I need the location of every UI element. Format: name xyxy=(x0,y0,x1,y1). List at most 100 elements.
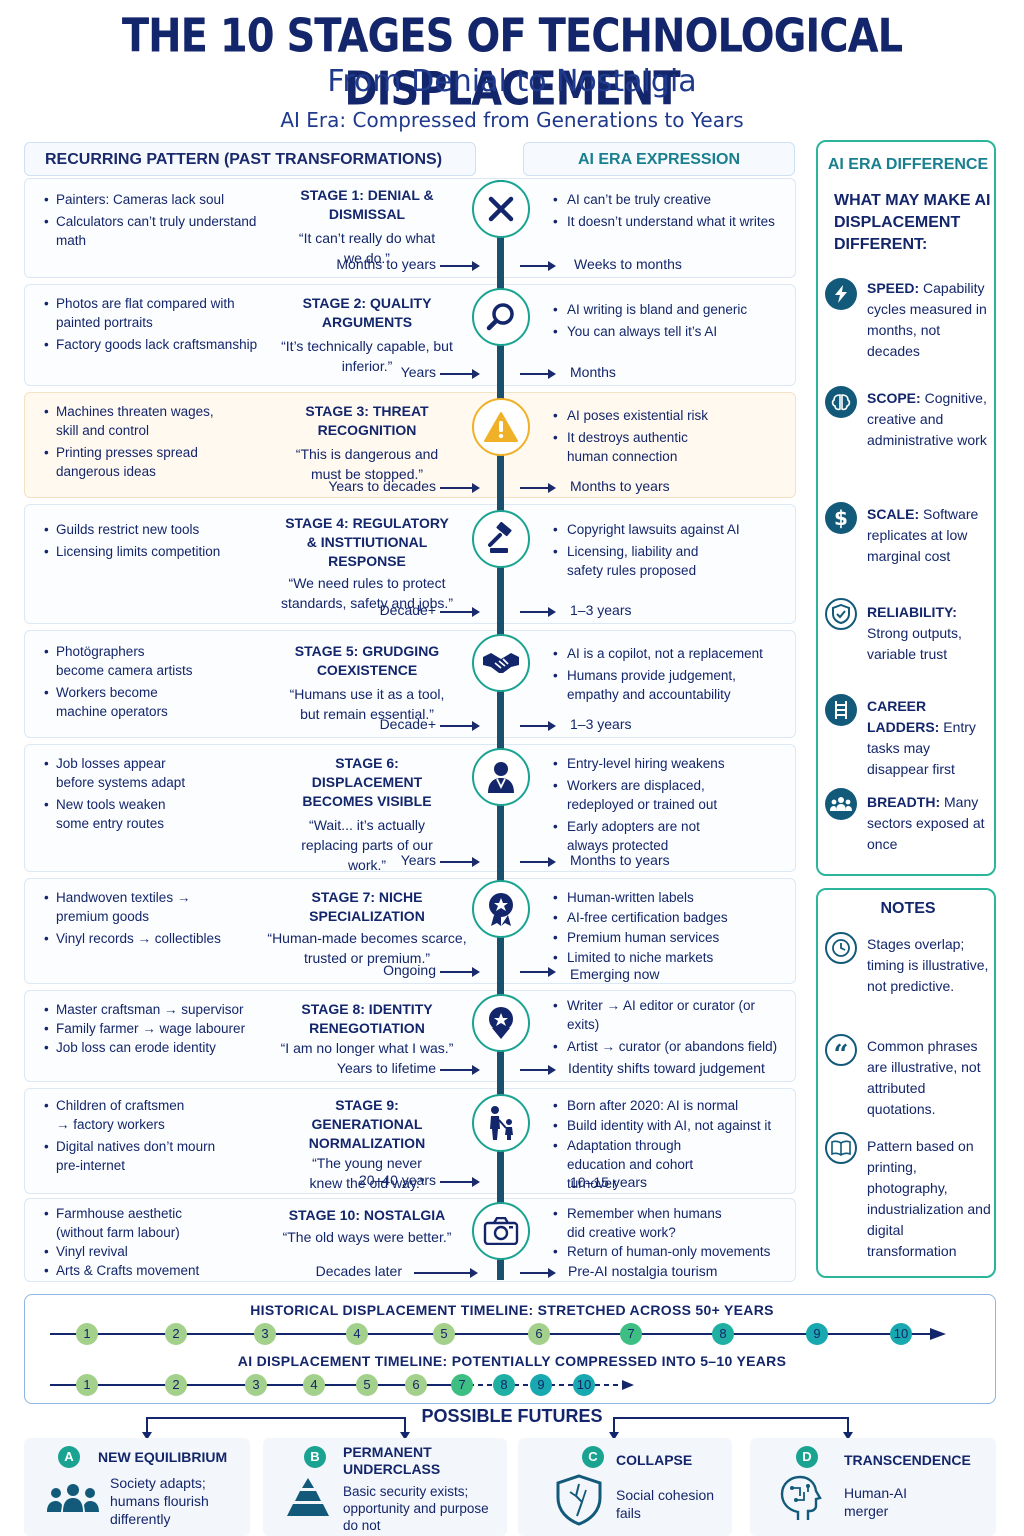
stage-6-center: STAGE 6: DISPLACEMENT BECOMES VISIBLE “W… xyxy=(262,754,472,875)
stage-10-center: STAGE 10: NOSTALGIA “The old ways were b… xyxy=(262,1206,472,1247)
stage-title: STAGE 3: THREAT RECOGNITION xyxy=(305,403,429,438)
pyramid-icon xyxy=(284,1476,332,1524)
ai-stage-dot: 7 xyxy=(451,1374,473,1396)
stage-10-past-time: Decades later xyxy=(315,1263,402,1279)
bullet: You can always tell it’s AI xyxy=(553,322,793,341)
ai-stage-dot: 10 xyxy=(573,1374,595,1396)
bullet: Adaptation through education and cohort … xyxy=(553,1136,793,1193)
stage-7-past-time: Ongoing xyxy=(383,962,436,978)
note-item: Stages overlap; timing is illustrative, … xyxy=(867,936,989,994)
bullet: Machines threaten wages, skill and contr… xyxy=(44,402,276,440)
timeline-spine xyxy=(497,180,504,1280)
stage-quote: “Wait... it’s actually replacing parts o… xyxy=(301,817,433,873)
difference-label: SPEED: xyxy=(867,280,920,296)
bullet: Family farmer → wage labourer xyxy=(44,1019,276,1038)
future-letter: A xyxy=(58,1446,80,1468)
page-title: THE 10 STAGES OF TECHNOLOGICAL DISPLACEM… xyxy=(121,10,903,116)
bullet: Entry-level hiring weakens xyxy=(553,754,793,773)
historical-timeline-title: HISTORICAL DISPLACEMENT TIMELINE: STRETC… xyxy=(250,1302,774,1318)
bullet: Farmhouse aesthetic (without farm labour… xyxy=(44,1204,276,1242)
difference-title: AI ERA DIFFERENCE xyxy=(827,156,989,173)
historical-stage-dot: 5 xyxy=(433,1323,455,1345)
arrow xyxy=(440,483,480,493)
difference-label: SCOPE: xyxy=(867,390,921,406)
dollar-icon: $ xyxy=(825,502,857,534)
future-name: NEW EQUILIBRIUM xyxy=(98,1449,228,1465)
arrow xyxy=(440,721,480,731)
bullet: Limited to niche markets xyxy=(553,948,793,967)
ai-stage-dot: 1 xyxy=(76,1374,98,1396)
stage-3-ai-time: Months to years xyxy=(570,478,670,494)
stage-1-center: STAGE 1: DENIAL & DISMISSAL “It can’t re… xyxy=(262,186,472,268)
bullet: Early adopters are not always protected xyxy=(553,817,793,855)
stage-quote: “Human-made becomes scarce, trusted or p… xyxy=(267,930,467,966)
notes-title: NOTES xyxy=(880,900,936,917)
difference-text: Strong outputs, variable trust xyxy=(867,625,962,662)
ai-stage-dot: 3 xyxy=(245,1374,267,1396)
ai-stage-dot: 4 xyxy=(303,1374,325,1396)
page-subtitle: From Denial to Nostalgia xyxy=(327,64,697,99)
stage-9-center: STAGE 9: GENERATIONAL NORMALIZATION “The… xyxy=(262,1096,472,1193)
stage-2-past: Photos are flat compared with painted po… xyxy=(44,294,276,357)
stage-4-ai: Copyright lawsuits against AI Licensing,… xyxy=(553,520,793,583)
arrow xyxy=(520,607,556,617)
possible-futures-title: POSSIBLE FUTURES xyxy=(421,1406,603,1426)
stage-3-center: STAGE 3: THREAT RECOGNITION “This is dan… xyxy=(262,402,472,484)
difference-label: BREADTH: xyxy=(867,794,941,810)
future-desc: Basic security exists; opportunity and p… xyxy=(343,1484,489,1533)
stage-title: STAGE 4: REGULATORY & INSTTIUTIONAL RESP… xyxy=(285,515,449,569)
stage-quote: “It’s technically capable, but inferior.… xyxy=(281,338,453,374)
bullet: It destroys authentic human connection xyxy=(553,428,793,466)
ai-column-header: AI ERA EXPRESSION xyxy=(523,142,795,176)
stage-title: STAGE 5: GRUDGING COEXISTENCE xyxy=(294,643,440,678)
bullet: Born after 2020: AI is normal xyxy=(553,1096,793,1115)
stage-title: STAGE 7: NICHE SPECIALIZATION xyxy=(309,889,425,924)
stage-title: STAGE 6: DISPLACEMENT BECOMES VISIBLE xyxy=(302,755,432,809)
arrow xyxy=(440,607,480,617)
stage-9-past-time: 20–40 years xyxy=(358,1172,436,1188)
stage-quote: “Humans use it as a tool, but remain ess… xyxy=(289,686,445,722)
bullet: AI-free certification badges xyxy=(553,908,793,927)
difference-text: Cognitive, creative and administrative w… xyxy=(867,390,987,448)
difference-item-speed: SPEED: Capability cycles measured in mon… xyxy=(867,278,993,362)
gavel-icon xyxy=(472,510,530,568)
stage-title: STAGE 2: QUALITY ARGUMENTS xyxy=(302,295,432,330)
bullet: AI is a copilot, not a replacement xyxy=(553,644,793,663)
bullet: Photögraphers become camera artists xyxy=(44,642,276,680)
stage-3-past: Machines threaten wages, skill and contr… xyxy=(44,402,276,484)
difference-label: RELIABILITY: xyxy=(867,604,957,620)
futures-connectors xyxy=(142,1417,853,1440)
stage-5-past: Photögraphers become camera artists Work… xyxy=(44,642,276,724)
bullet: Licensing, liability and safety rules pr… xyxy=(553,542,793,580)
arrow xyxy=(520,261,556,271)
bullet: Painters: Cameras lack soul xyxy=(44,190,276,209)
stage-9-ai: Born after 2020: AI is normal Build iden… xyxy=(553,1096,793,1194)
bullet: Artist → curator (or abandons field) xyxy=(553,1037,793,1056)
stage-7-ai: Human-written labels AI-free certificati… xyxy=(553,888,793,968)
bullet: New tools weaken some entry routes xyxy=(44,795,276,833)
bullet: Humans provide judgement, empathy and ac… xyxy=(553,666,793,704)
magnifier-icon xyxy=(472,288,530,346)
lightning-icon xyxy=(825,278,857,310)
camera-icon xyxy=(472,1202,530,1260)
worker-icon xyxy=(472,748,530,806)
historical-stage-dot: 1 xyxy=(76,1323,98,1345)
stage-3-ai: AI poses existential risk It destroys au… xyxy=(553,406,793,469)
future-desc: Society adapts; humans flourish differen… xyxy=(110,1475,209,1527)
stage-4-past-time: Decade+ xyxy=(379,602,436,618)
historical-stage-dot: 9 xyxy=(806,1323,828,1345)
arrow xyxy=(520,369,556,379)
stage-2-ai-time: Months xyxy=(570,364,616,380)
difference-label: CAREER LADDERS: xyxy=(867,698,940,735)
arrow xyxy=(520,967,556,977)
historical-stage-dot: 4 xyxy=(346,1323,368,1345)
ladder-icon xyxy=(825,694,857,726)
bullet: Return of human-only movements xyxy=(553,1242,793,1261)
difference-item-breadth: BREADTH: Many sectors exposed at once xyxy=(867,792,993,855)
future-desc: Human-AI merger xyxy=(844,1485,908,1519)
bullet: Writer → AI editor or curator (or exits) xyxy=(553,996,793,1034)
ai-timeline-title: AI DISPLACEMENT TIMELINE: POTENTIALLY CO… xyxy=(237,1353,787,1369)
bullet: Human-written labels xyxy=(553,888,793,907)
shield-icon xyxy=(825,598,857,630)
stage-title: STAGE 9: GENERATIONAL NORMALIZATION xyxy=(308,1097,426,1151)
